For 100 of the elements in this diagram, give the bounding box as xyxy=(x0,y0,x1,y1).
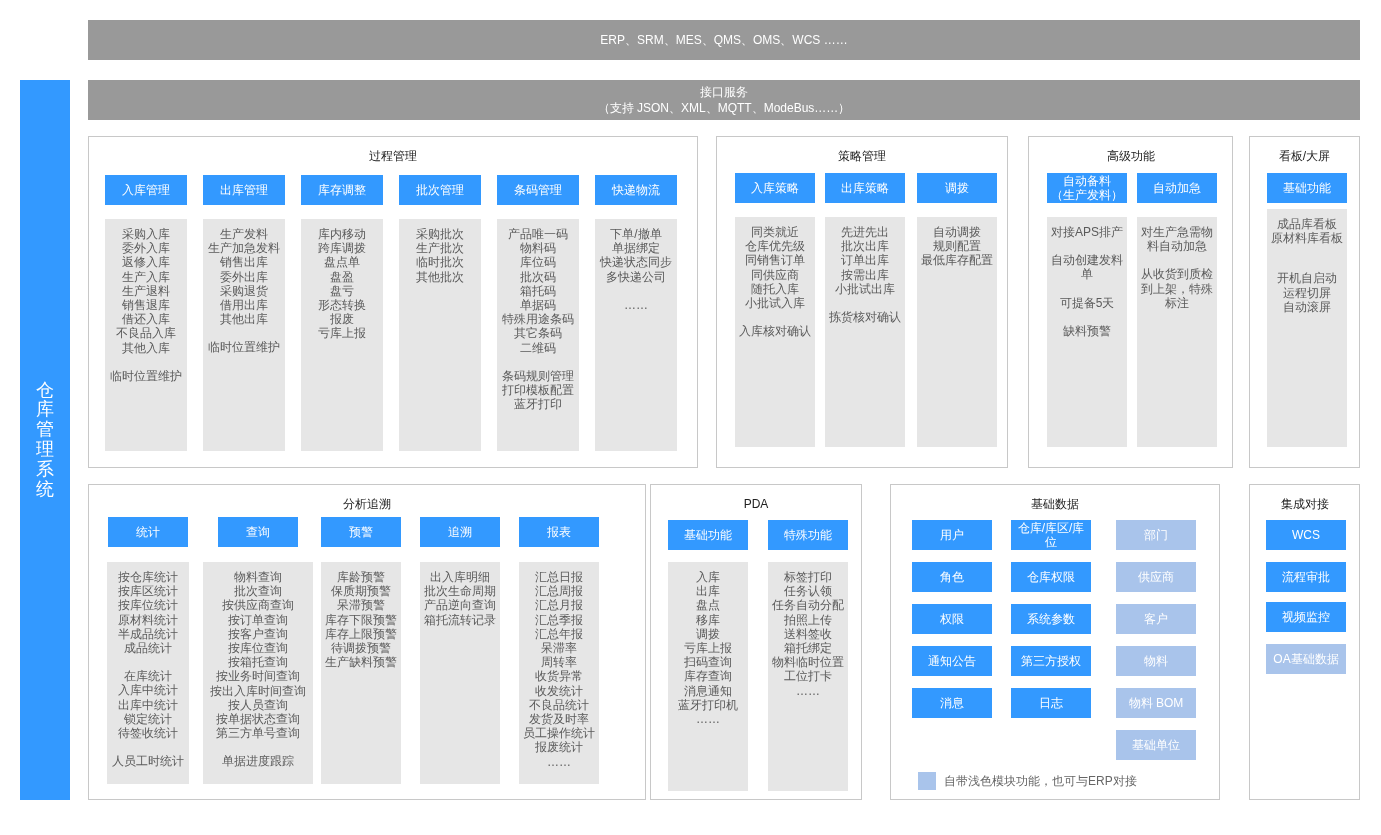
module-panel xyxy=(88,136,698,468)
list-item: 入库核对确认 xyxy=(739,324,811,339)
list-item: …… xyxy=(796,683,820,698)
list-item: 呆滞率 xyxy=(541,641,577,656)
optional-module-box xyxy=(1116,688,1196,718)
module-label: （生产发料） xyxy=(1051,188,1123,202)
list-item: 呆滞预警 xyxy=(337,598,385,613)
list-item: 汇总周报 xyxy=(535,584,583,599)
module-box xyxy=(399,175,481,205)
system-bar xyxy=(88,80,1360,120)
optional-module-box xyxy=(1116,730,1196,760)
list-item: 采购入库 xyxy=(122,227,170,242)
list-item: 汇总季报 xyxy=(535,612,583,627)
list-item: 标签打印 xyxy=(784,570,832,585)
list-item: 生产缺料预警 xyxy=(325,655,397,670)
list-item: 送料签收 xyxy=(784,626,832,641)
optional-module-box xyxy=(1116,646,1196,676)
list-item: 收发统计 xyxy=(535,683,583,698)
list-item: 库内移动 xyxy=(318,227,366,242)
list-item: 委外入库 xyxy=(122,241,170,256)
module-label: 快递物流 xyxy=(612,183,660,197)
module-label: 消息 xyxy=(940,696,964,710)
list-item: 对生产急需物料自动加急 xyxy=(1141,225,1213,254)
module-label: 仓库/库区/库位 xyxy=(1016,521,1086,549)
list-item: 仓库优先级 xyxy=(745,239,805,254)
list-item: 出库 xyxy=(696,584,720,599)
module-label: 流程审批 xyxy=(1282,570,1330,584)
feature-list xyxy=(107,562,189,784)
list-item: 待调拨预警 xyxy=(331,641,391,656)
list-item: 小批试入库 xyxy=(745,296,805,311)
list-item: 库存查询 xyxy=(684,669,732,684)
list-item: 快递状态同步 xyxy=(600,255,672,270)
list-item: 自动滚屏 xyxy=(1283,299,1331,314)
list-item: 盘亏 xyxy=(330,283,354,298)
module-box xyxy=(735,173,815,203)
module-box xyxy=(1266,520,1346,550)
list-item: 盘点单 xyxy=(324,255,360,270)
list-item: 生产批次 xyxy=(416,241,464,256)
list-item: 不良品入库 xyxy=(116,326,176,341)
list-item: 保质期预警 xyxy=(331,584,391,599)
list-item: 按库位统计 xyxy=(118,598,178,613)
feature-list xyxy=(1267,209,1347,447)
list-item: 最低库存配置 xyxy=(921,253,993,268)
module-label: 物料 BOM xyxy=(1128,696,1184,710)
list-item: 消息通知 xyxy=(684,683,732,698)
system-title-bar xyxy=(20,80,70,800)
list-item: 批次生命周期 xyxy=(424,584,496,599)
module-label: 基础功能 xyxy=(684,528,732,542)
list-item: 半成品统计 xyxy=(118,626,178,641)
module-label: 特殊功能 xyxy=(784,528,832,542)
feature-list xyxy=(301,219,383,451)
list-item: 移库 xyxy=(696,612,720,627)
module-box xyxy=(1266,602,1346,632)
list-item: 同供应商 xyxy=(751,267,799,282)
module-box xyxy=(519,517,599,547)
list-item: …… xyxy=(547,754,571,769)
module-box xyxy=(825,173,905,203)
list-item: 生产入库 xyxy=(122,269,170,284)
module-label: 库存调整 xyxy=(318,183,366,197)
list-item: 库位码 xyxy=(520,255,556,270)
feature-list xyxy=(595,219,677,451)
list-item: 按业务时间查询 xyxy=(216,669,300,684)
list-item: 盘点 xyxy=(696,598,720,613)
module-box xyxy=(912,646,992,676)
list-item: 成品库看板 xyxy=(1277,217,1337,232)
list-item: 先进先出 xyxy=(841,225,889,240)
module-label: 角色 xyxy=(940,570,964,584)
panel-title: 看板/大屏 xyxy=(1277,148,1332,165)
list-item: 亏库上报 xyxy=(684,641,732,656)
module-label: 出库策略 xyxy=(841,181,889,195)
list-item: 销售出库 xyxy=(220,255,268,270)
optional-module-box xyxy=(1116,520,1196,550)
module-label: OA基础数据 xyxy=(1273,652,1339,666)
list-item: 打印模板配置 xyxy=(502,383,574,398)
list-item: 入库中统计 xyxy=(118,683,178,698)
module-box xyxy=(203,175,285,205)
panel-title: 高级功能 xyxy=(1105,148,1156,165)
list-item: 拍照上传 xyxy=(784,612,832,627)
module-box xyxy=(1011,688,1091,718)
list-item: 入库 xyxy=(696,570,720,585)
list-item: 可提备5天 xyxy=(1059,295,1115,310)
list-item: 委外出库 xyxy=(220,269,268,284)
module-label: 入库策略 xyxy=(751,181,799,195)
legend-text: 自带浅色模块功能，也可与ERP对接 xyxy=(944,773,1137,790)
module-label: 自动备料 xyxy=(1063,174,1111,188)
system-title: 仓库管理系统 xyxy=(36,380,54,500)
list-item: 借还入库 xyxy=(122,312,170,327)
list-item: 工位打卡 xyxy=(784,669,832,684)
module-box xyxy=(301,175,383,205)
list-item: 蓝牙打印机 xyxy=(678,697,738,713)
list-item: 发货及时率 xyxy=(529,712,589,727)
module-box xyxy=(1267,173,1347,203)
list-item: 按仓库统计 xyxy=(118,570,178,585)
list-item: 拣货核对确认 xyxy=(829,310,901,325)
list-item: 亏库上报 xyxy=(318,326,366,341)
list-item: 库存上限预警 xyxy=(325,626,397,641)
panel-title: PDA xyxy=(742,496,770,513)
list-item: 批次码 xyxy=(520,269,556,284)
feature-list xyxy=(735,217,815,447)
feature-list xyxy=(519,562,599,784)
